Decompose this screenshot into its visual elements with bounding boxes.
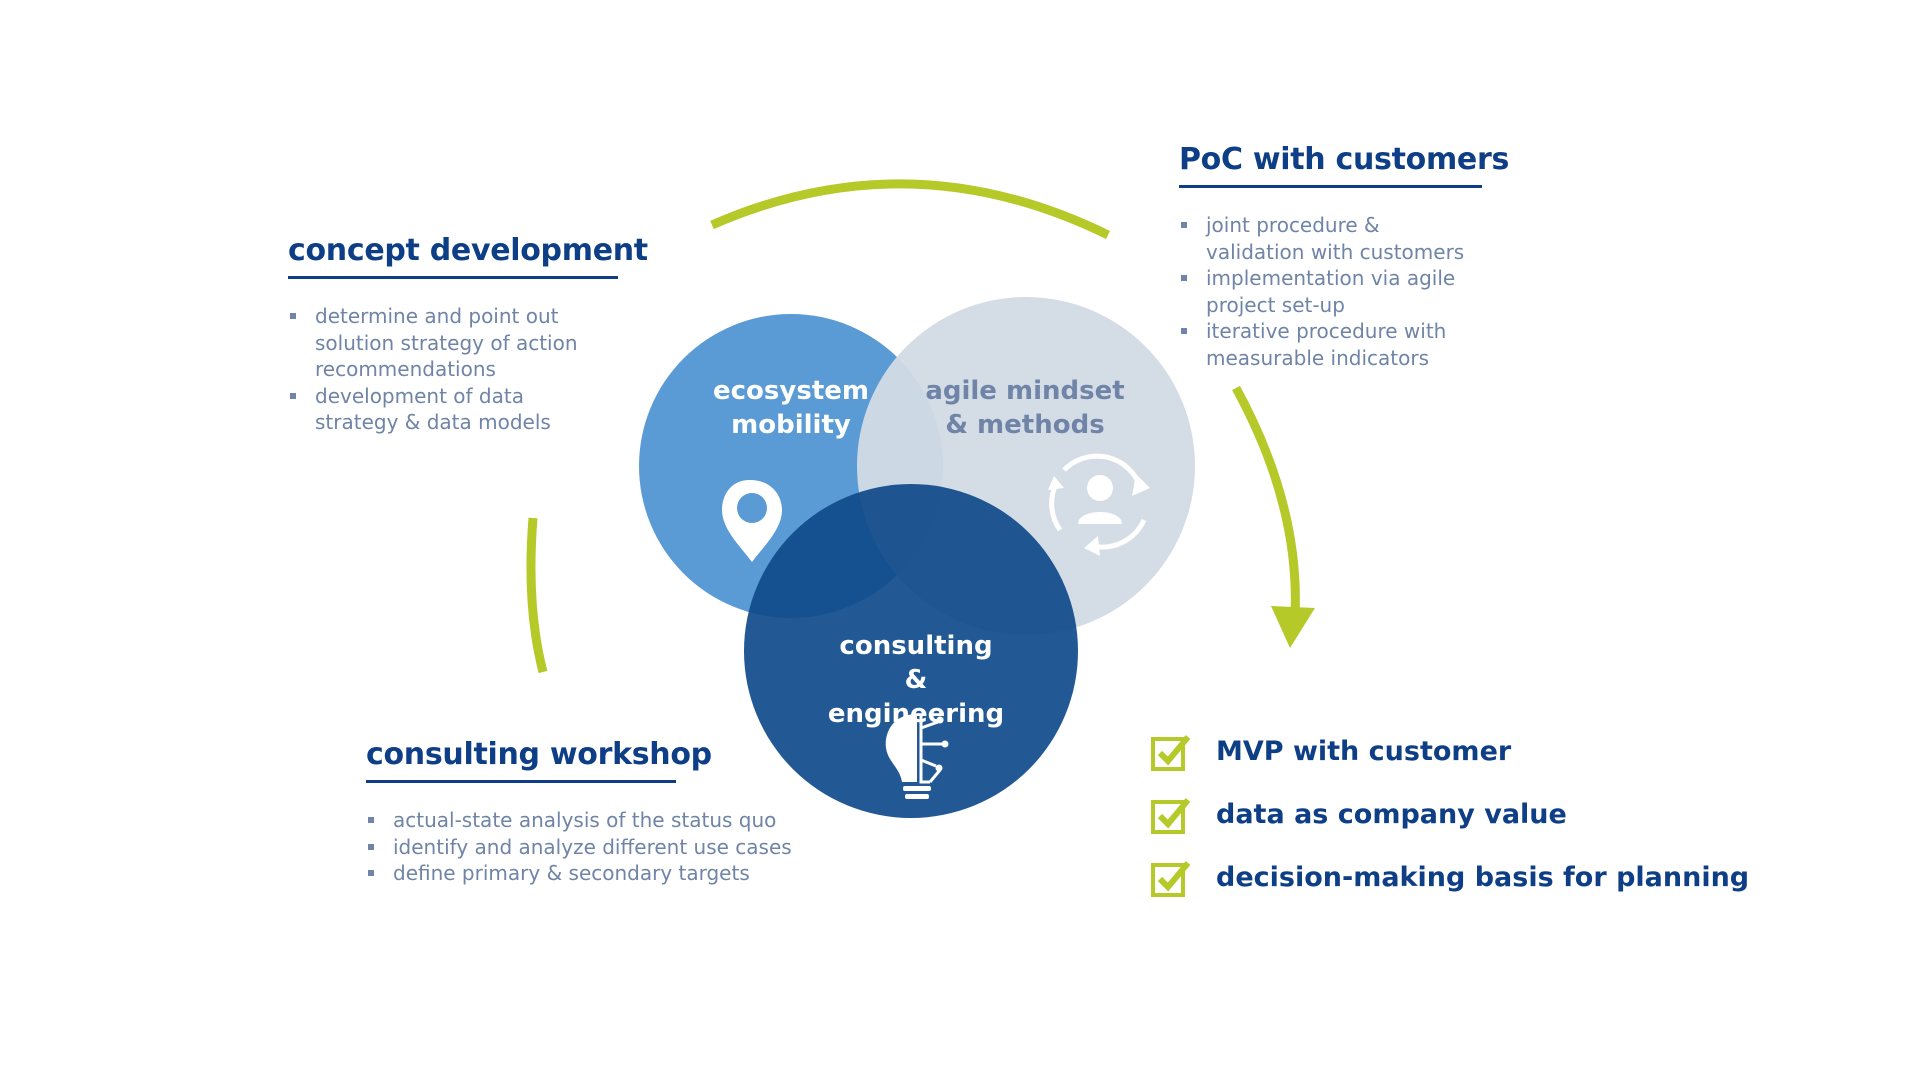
concept-development-section: concept development determine and point … [288, 233, 668, 436]
bullet-item: identify and analyze different use cases [366, 834, 826, 861]
outcome-row: decision-making basis for planning [1150, 846, 1749, 909]
square-bullet-icon [1181, 222, 1187, 228]
poc-bullets: joint procedure & validation with custom… [1179, 212, 1479, 371]
ecosystem-mobility-label: ecosystem mobility [713, 376, 869, 440]
outcomes-checklist: MVP with customer data as company value … [1150, 720, 1749, 909]
consulting-workshop-title: consulting workshop [366, 737, 712, 772]
concept-development-rule [288, 276, 618, 279]
poc-rule [1179, 185, 1482, 188]
top-arc [710, 179, 1110, 240]
poc-section: PoC with customers joint procedure & val… [1179, 142, 1559, 371]
consulting-engineering-label: consulting & engineering [827, 631, 1005, 729]
outcome-text: decision-making basis for planning [1216, 862, 1750, 893]
square-bullet-icon [1181, 275, 1187, 281]
square-bullet-icon [290, 392, 296, 399]
agile-arrow-heads [1048, 474, 1150, 556]
outcome-text: MVP with customer [1216, 736, 1512, 767]
square-bullet-icon [1181, 328, 1187, 334]
outcome-text: data as company value [1216, 799, 1567, 830]
square-bullet-icon [290, 313, 296, 319]
bullet-item: iterative procedure with measurable indi… [1179, 318, 1479, 371]
square-bullet-icon [368, 843, 374, 850]
concept-development-title: concept development [288, 233, 648, 268]
right-arrow-arc [1232, 385, 1300, 616]
bullet-item: actual-state analysis of the status quo [366, 807, 826, 834]
person-icon [1078, 475, 1122, 524]
square-bullet-icon [368, 870, 374, 876]
poc-title: PoC with customers [1179, 142, 1510, 177]
bullet-item: joint procedure & validation with custom… [1179, 212, 1479, 265]
outcome-row: data as company value [1150, 783, 1749, 846]
square-bullet-icon [368, 817, 374, 823]
location-pin-icon [722, 480, 782, 562]
consulting-workshop-section: consulting workshop actual-state analysi… [366, 737, 826, 887]
bullet-item: define primary & secondary targets [366, 860, 826, 887]
lightbulb-circuit-icon [885, 714, 949, 799]
checkbox-check-icon [1151, 734, 1191, 771]
consulting-workshop-rule [366, 780, 676, 783]
outcome-row: MVP with customer [1150, 720, 1749, 783]
checkbox-check-icon [1151, 797, 1191, 834]
concept-development-bullets: determine and point out solution strateg… [288, 303, 588, 436]
consulting-circle [744, 484, 1078, 818]
agile-mindset-label: agile mindset & methods [925, 376, 1125, 440]
bullet-item: determine and point out solution strateg… [288, 303, 588, 383]
right-arrow-head [1271, 606, 1315, 648]
bullet-item: implementation via agile project set-up [1179, 265, 1479, 318]
left-arc [526, 517, 548, 674]
consulting-workshop-bullets: actual-state analysis of the status quo … [366, 807, 826, 887]
bullet-item: development of data strategy & data mode… [288, 383, 588, 436]
checkbox-check-icon [1151, 860, 1191, 897]
